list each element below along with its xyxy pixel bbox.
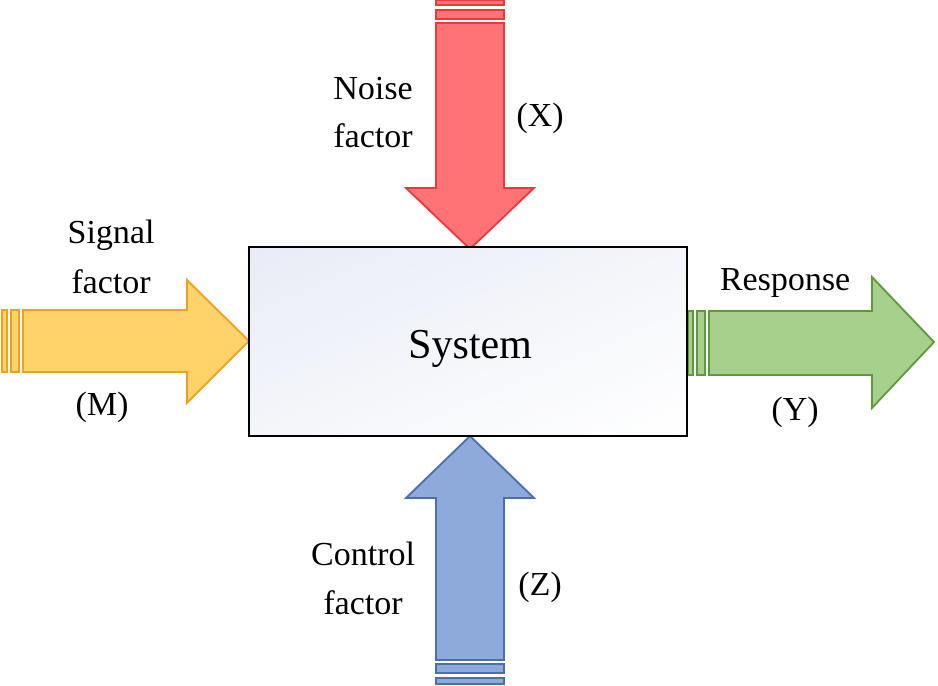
response-arrow xyxy=(687,274,936,411)
control-arrow xyxy=(403,434,537,685)
control-label-line2: factor xyxy=(323,585,403,622)
control-label-line1: Control xyxy=(311,536,415,573)
response-label: Response xyxy=(720,261,850,298)
noise-arrow xyxy=(403,0,537,251)
response-symbol: (Y) xyxy=(771,391,818,428)
system-box xyxy=(248,246,688,437)
noise-symbol: (X) xyxy=(516,97,563,134)
signal-label-line2: factor xyxy=(71,264,151,301)
noise-label-line2: factor xyxy=(333,118,413,155)
signal-arrow xyxy=(1,277,251,406)
signal-symbol: (M) xyxy=(76,386,129,423)
control-symbol: (Z) xyxy=(518,566,561,603)
signal-label-line1: Signal xyxy=(68,214,155,251)
system-label: System xyxy=(408,322,532,368)
noise-label-line1: Noise xyxy=(333,70,412,107)
